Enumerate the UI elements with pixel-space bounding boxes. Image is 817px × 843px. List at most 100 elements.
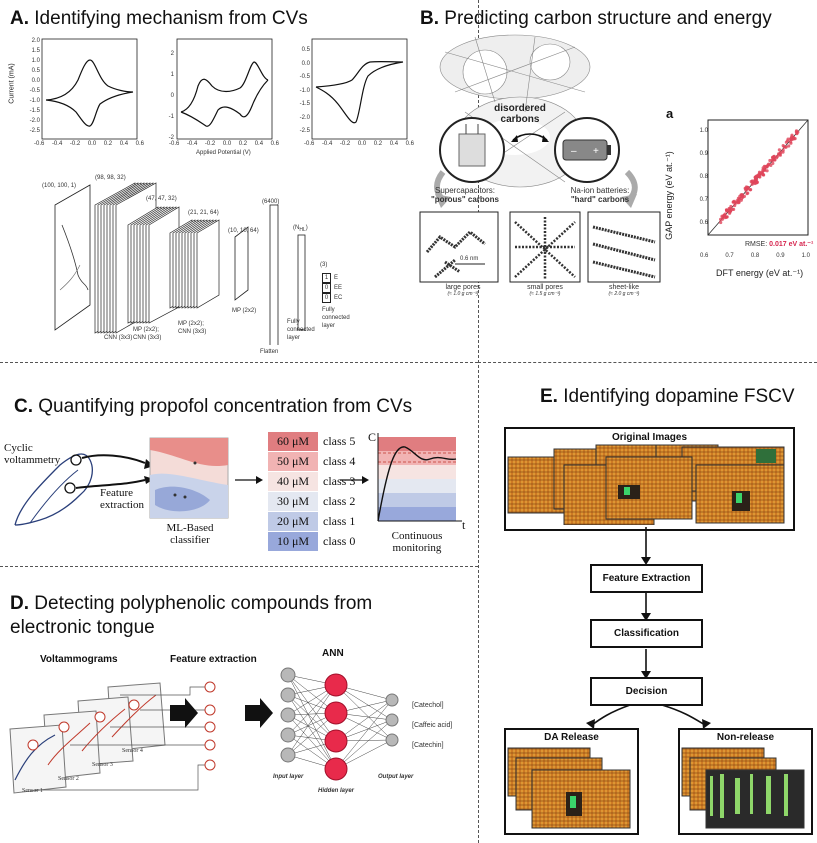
structure-small: small pores(≈ 1.5 g cm⁻³) [527,284,563,297]
parity-xlabel: DFT energy (eV at.⁻¹) [716,268,804,278]
layer-out-label: (3) [320,262,328,268]
parity-point [738,194,742,198]
carbon-schematic: – + [419,34,661,283]
divider-b-e [478,362,817,363]
parity-point [764,164,768,169]
da-release-images [507,747,631,829]
parity-points [719,129,800,225]
parity-point [771,161,775,165]
op-mp2: MP (2x2);CNN (3x3) [178,321,207,335]
e-tongue-diagram [9,667,399,794]
feature-extraction-d-label: Feature extraction [170,654,257,665]
parity-point [762,168,767,173]
panel-e-title: E. Identifying dopamine FSCV [540,386,795,408]
parity-point [772,154,776,158]
parity-point [784,140,788,144]
parity-point [754,178,759,182]
layer-c1-label: (98, 98, 32) [95,175,126,181]
parity-point [719,220,723,225]
parity-point [733,203,737,208]
parity-point [748,188,752,192]
parity-point [778,153,782,157]
ann-network [280,667,399,781]
structure-boxes [419,211,661,283]
cv-plot-2-frame [176,38,273,140]
cv-curve-3 [315,60,404,124]
panel-b-title-text: Predicting carbon structure and energy [444,8,772,29]
parity-rmse: RMSE: 0.017 eV at.⁻¹ [745,241,814,248]
non-release-images [681,747,805,829]
op-cnn: CNN (3x3) [104,335,133,341]
parity-point [725,208,729,212]
arrow-black-1 [170,698,198,728]
cv-loop [14,453,93,526]
parity-point [728,207,732,211]
sensor-3-label: Sensor 3 [92,762,113,768]
panel-e-title-text: Identifying dopamine FSCV [563,386,795,407]
axis-t-label: t [462,518,466,532]
svg-text:+: + [593,146,599,157]
parity-ylabel: GAP energy (eV at.⁻¹) [663,151,674,240]
ann-outputs: [Catechol][Caffeic acid][Catechin] [412,702,453,749]
cnn-stack-2 [127,206,180,324]
structure-sheet: sheet-like(≈ 2.0 g cm⁻³) [608,284,640,297]
connector-lines [35,686,205,791]
parity-point [765,169,769,173]
arrow-2 [75,479,146,489]
panel-d-title-text-2: electronic tongue [10,617,155,638]
cv-plots [41,38,408,140]
parity-point [760,171,764,175]
parity-point [792,135,796,140]
feature-circles [204,681,216,771]
divider-c-d [0,566,478,567]
mp-map [234,226,249,301]
panel-d-title-text-1: Detecting polyphenolic compounds from [34,593,373,614]
arrow-1 [81,454,146,464]
parity-point [787,144,791,148]
panel-c-title: C. Quantifying propofol concentration fr… [14,396,412,418]
parity-point [737,197,741,201]
sensor-sheets [9,682,166,794]
cv-plot-3-frame [311,38,408,140]
layer-c4-label: (10, 10, 64) [228,228,259,234]
voltammograms-label: Voltammograms [40,654,118,665]
da-release-label: DA Release [544,732,599,743]
parity-point [775,154,779,158]
panel-c-letter: C. [14,396,33,417]
battery-caption: Na-ion batteries:"hard" carbons [570,186,630,204]
hidden-layer-label: Hidden layer [318,788,355,794]
parity-point [761,166,765,170]
divider-ab-c [0,362,478,363]
panel-a-letter: A. [10,8,29,29]
vertical-divider [478,0,479,843]
parity-plot [707,119,809,236]
scale-bar-label: 0.6 nm [460,256,479,262]
parity-point [746,191,750,195]
arrow-black-2 [245,698,273,728]
feature-extraction-box: Feature Extraction [590,564,703,593]
parity-point [734,201,738,205]
panel-b-letter: B. [420,8,439,29]
parity-point [745,187,749,191]
parity-point [795,132,799,136]
sensor-4-label: Sensor 4 [122,748,143,754]
axis-c-label: C [368,430,377,444]
parity-point [740,194,744,199]
flatten-layer [269,204,279,345]
layer-flat-label: (6400) [262,199,280,205]
classification-box: Classification [590,619,703,648]
input-image [54,184,91,331]
parity-point [767,162,771,166]
parity-point [790,133,794,137]
sensor-1-label: Sensor 1 [22,788,43,794]
